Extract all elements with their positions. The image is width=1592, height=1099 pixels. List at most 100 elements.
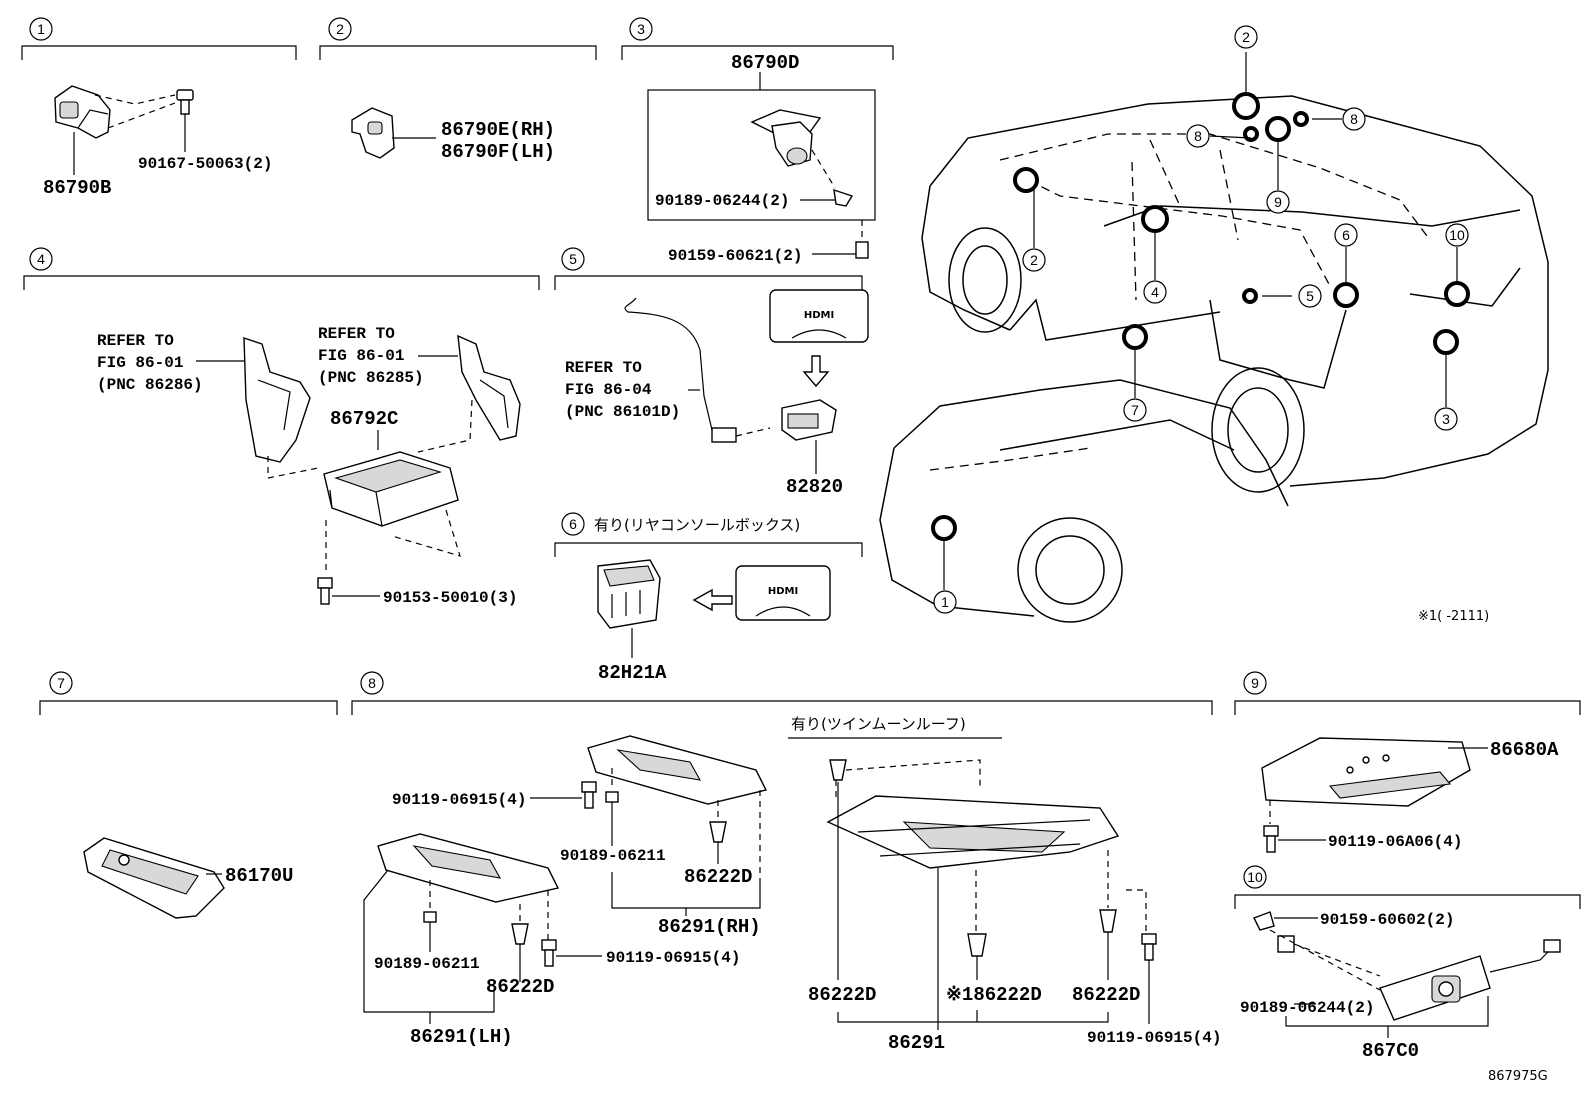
section-number-circle <box>328 17 352 41</box>
sensor-bracket-86790B <box>54 85 111 139</box>
section-number-circle <box>29 17 53 41</box>
part-number: 86222D <box>684 866 752 888</box>
bolt <box>581 781 597 809</box>
harness-connector <box>711 427 737 443</box>
part-number: 86222D <box>1072 984 1140 1006</box>
refer-label: FIG 86-01 <box>97 354 183 372</box>
callout-number: 5 <box>1306 288 1314 304</box>
refer-label: REFER TO <box>97 332 174 350</box>
clip-top <box>829 759 847 781</box>
section-3-header: 3 <box>621 17 894 60</box>
section-number: 3 <box>637 21 645 37</box>
section-number-circle <box>29 247 53 271</box>
refer-label: (PNC 86286) <box>97 376 203 394</box>
part-number: 90159-60621(2) <box>668 247 802 265</box>
section-number-circle <box>561 247 585 271</box>
part-number: 867C0 <box>1362 1040 1419 1062</box>
screw-90159 <box>855 241 869 259</box>
part-number: 90189-06211 <box>560 847 666 865</box>
arrow-down-icon <box>802 355 830 388</box>
section-number: 10 <box>1247 869 1263 885</box>
hdmi-label: HDMI <box>768 586 798 597</box>
part-number: 90119-06A06(4) <box>1328 833 1462 851</box>
section-number: 1 <box>37 21 45 37</box>
refer-label: REFER TO <box>318 325 395 343</box>
refer-label: (PNC 86285) <box>318 369 424 387</box>
clip-right <box>1099 909 1117 933</box>
section-number: 7 <box>57 675 65 691</box>
part-number: 86792C <box>330 408 398 430</box>
section-2-header: 2 <box>319 17 597 60</box>
callout-number: 9 <box>1274 194 1282 210</box>
part-number: 86790D <box>731 52 799 74</box>
part-number: 90119-06915(4) <box>1087 1029 1221 1047</box>
bolt-90167 <box>176 89 194 115</box>
display-unit-86680A <box>1261 737 1471 807</box>
bracket-left-86286 <box>243 337 311 463</box>
part-number: ※186222D <box>946 984 1042 1006</box>
part-number: 90189-06211 <box>374 955 480 973</box>
hdmi-jack-82820 <box>781 399 837 441</box>
callout-number: 6 <box>1342 227 1350 243</box>
parts-group-box <box>647 89 876 221</box>
nut <box>1277 935 1295 953</box>
screw-90189 <box>833 188 854 207</box>
part-number: 86291(LH) <box>410 1026 513 1048</box>
part-number: 86790F(LH) <box>441 141 555 163</box>
footnote: ※1( -2111) <box>1418 609 1489 624</box>
bolt <box>1141 933 1157 961</box>
receiver-86792C <box>323 451 459 527</box>
section-note: 有り(リヤコンソールボックス) <box>594 516 800 534</box>
camera-867C0 <box>1379 939 1561 1021</box>
bolt-90153 <box>317 577 333 605</box>
part-number: 86291(RH) <box>658 916 761 938</box>
refer-label: FIG 86-01 <box>318 347 404 365</box>
arrow-left-icon <box>692 588 733 612</box>
section-number: 4 <box>37 251 45 267</box>
callout-number: 4 <box>1151 284 1159 300</box>
part-number: 82H21A <box>598 662 667 684</box>
part-number: 90159-60602(2) <box>1320 911 1454 929</box>
clip <box>511 923 529 945</box>
callout-number: 8 <box>1194 128 1202 144</box>
section-number: 2 <box>336 21 344 37</box>
section-number: 5 <box>569 251 577 267</box>
moonroof-frame-86291 <box>826 795 1120 869</box>
section-number-circle <box>561 512 585 536</box>
callout-number: 10 <box>1449 227 1465 243</box>
part-number: 90189-06244(2) <box>1240 999 1374 1017</box>
clip-mid <box>967 933 987 957</box>
screw <box>1253 911 1275 931</box>
section-7-header: 7 <box>39 671 338 715</box>
bolt <box>541 939 557 967</box>
nut <box>423 911 437 923</box>
hdmi-label: HDMI <box>804 310 834 321</box>
camera-86790D <box>750 109 822 167</box>
section-5-header: 5 <box>554 247 863 290</box>
part-number: 90167-50063(2) <box>138 155 272 173</box>
section-6-header: 6 有り(リヤコンソールボックス) <box>554 512 863 557</box>
hdmi-port-icon: HDMI <box>735 565 831 621</box>
section-10-header: 10 <box>1234 865 1581 909</box>
part-number: 82820 <box>786 476 843 498</box>
section-8-header: 8 有り(ツインムーンルーフ) <box>351 671 1213 739</box>
section-note: 有り(ツインムーンルーフ) <box>791 715 966 733</box>
part-number: 86790B <box>43 177 111 199</box>
callout-number: 2 <box>1242 29 1250 45</box>
callout-number: 7 <box>1131 402 1139 418</box>
part-number: 90119-06915(4) <box>392 791 526 809</box>
callout-number: 2 <box>1030 252 1038 268</box>
sunshade-bracket-RH <box>587 735 768 805</box>
clip <box>709 821 727 843</box>
hdmi-port-icon: HDMI <box>769 289 869 343</box>
callout-number: 1 <box>941 594 949 610</box>
refer-label: REFER TO <box>565 359 642 377</box>
vehicle-overview <box>879 52 1549 623</box>
remote-control-86170U <box>83 837 225 919</box>
hdmi-module-82H21A <box>597 559 661 629</box>
car-callouts: 1 2 2 3 4 5 6 7 8 8 9 10 <box>933 25 1469 614</box>
sunshade-bracket-LH <box>377 833 560 903</box>
section-number-circle <box>360 671 384 695</box>
section-number-circle <box>1243 671 1267 695</box>
